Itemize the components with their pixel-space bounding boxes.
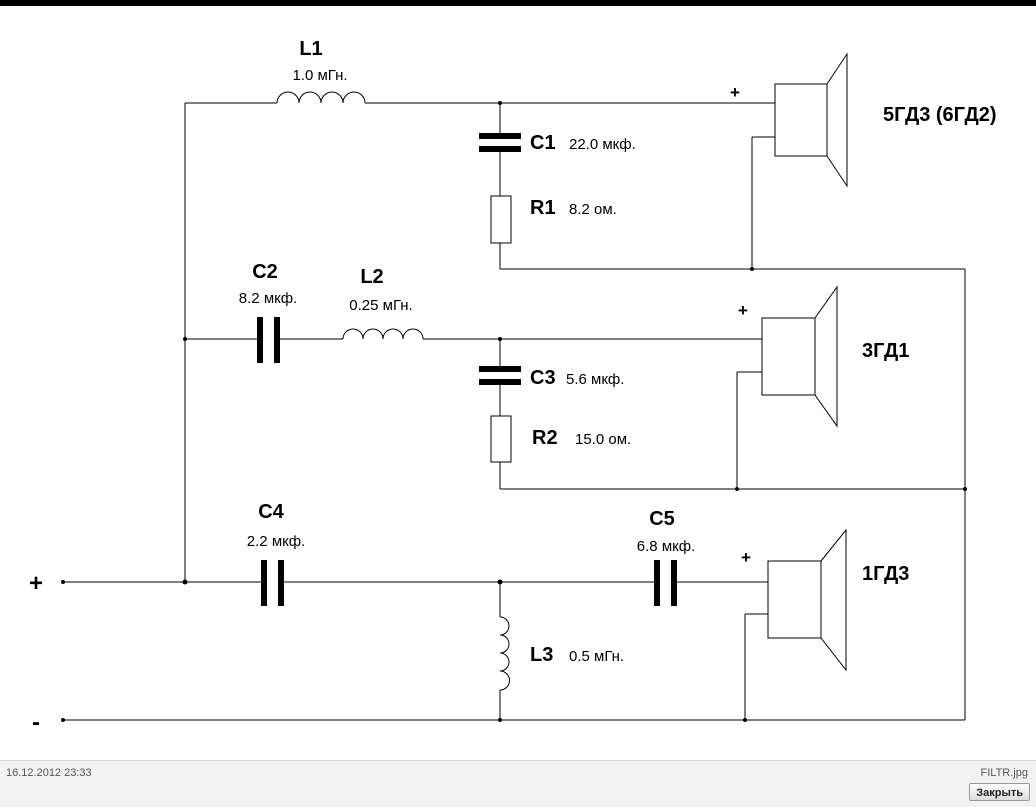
capacitor-c4 (261, 560, 284, 606)
speaker-woofer-polarity: + (730, 83, 740, 102)
speaker-tweeter-icon (767, 528, 847, 672)
label-r2-name: R2 (532, 427, 558, 449)
capacitor-c2 (257, 317, 280, 363)
inductor-l3 (499, 616, 510, 691)
label-c2-value: 8.2 мкф. (239, 290, 297, 307)
label-c2-name: C2 (252, 261, 278, 283)
label-c1-value: 22.0 мкф. (569, 136, 636, 153)
capacitor-c5 (654, 560, 677, 606)
crossover-schematic: L1 1.0 мГн. C1 22.0 мкф. R1 8.2 ом. C2 8… (29, 38, 997, 736)
resistor-r2 (490, 415, 512, 463)
label-l3-name: L3 (530, 644, 553, 666)
label-r1-value: 8.2 ом. (569, 201, 617, 218)
terminal-plus: + (29, 570, 43, 597)
close-button[interactable]: Закрыть (969, 783, 1030, 801)
label-l3-value: 0.5 мГн. (569, 648, 624, 665)
label-c3-name: C3 (530, 367, 556, 389)
inductor-l2 (342, 328, 424, 340)
terminal-minus: - (32, 709, 40, 736)
label-l1-value: 1.0 мГн. (292, 67, 347, 84)
label-l2-value: 0.25 мГн. (349, 297, 412, 314)
speaker-woofer-icon (774, 52, 848, 188)
viewer-footer: 16.12.2012 23:33 FILTR.jpg Закрыть (0, 760, 1036, 807)
label-c3-value: 5.6 мкф. (566, 371, 624, 388)
speaker-tweeter-polarity: + (741, 548, 751, 567)
wires (63, 102, 966, 721)
label-c4-value: 2.2 мкф. (247, 533, 305, 550)
label-c4-name: C4 (258, 501, 284, 523)
speaker-mid-label: 3ГД1 (862, 340, 909, 362)
label-r1-name: R1 (530, 197, 556, 219)
label-c5-value: 6.8 мкф. (637, 538, 695, 555)
junctions (61, 101, 967, 722)
label-c5-name: C5 (649, 508, 675, 530)
label-l2-name: L2 (360, 266, 383, 288)
speaker-tweeter-label: 1ГД3 (862, 563, 909, 585)
speaker-woofer-label: 5ГД3 (6ГД2) (883, 104, 997, 126)
footer-filename: FILTR.jpg (980, 767, 1028, 779)
capacitor-c3 (479, 366, 521, 385)
label-l1-name: L1 (299, 38, 322, 60)
resistor-r1 (490, 195, 512, 244)
speaker-mid-icon (761, 285, 838, 428)
top-bar (0, 0, 1036, 6)
footer-date: 16.12.2012 23:33 (6, 767, 92, 779)
label-r2-value: 15.0 ом. (575, 431, 631, 448)
inductor-l1 (276, 91, 366, 104)
label-c1-name: C1 (530, 132, 556, 154)
speaker-mid-polarity: + (738, 301, 748, 320)
capacitor-c1 (479, 133, 521, 152)
